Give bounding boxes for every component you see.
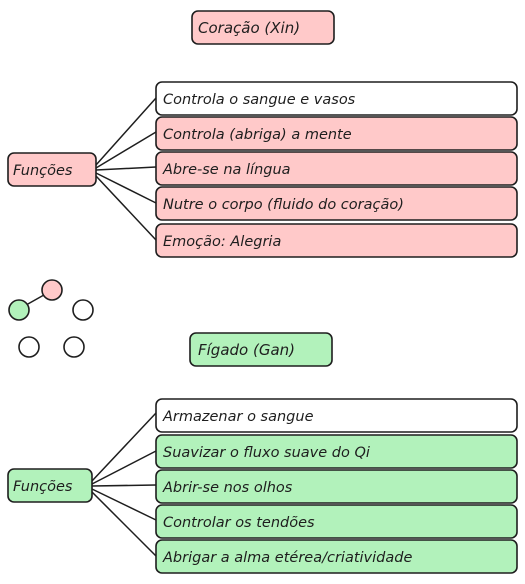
liver-item-1-label: Armazenar o sangue [162, 409, 314, 425]
heart-edge-4 [95, 172, 157, 204]
heart-section: Coração (Xin) Funções Controla o sangue … [7, 10, 518, 258]
liver-edges [91, 412, 157, 557]
liver-item-3-label: Abrir-se nos olhos [162, 480, 293, 496]
heart-edge-5 [95, 175, 157, 241]
liver-title: Fígado (Gan) [198, 341, 295, 359]
circle-node-white-right[interactable] [72, 299, 94, 321]
circle-node-white-bottom-left[interactable] [18, 336, 40, 358]
heart-hub-label: Funções [13, 163, 73, 179]
heart-item-4-label: Nutre o corpo (fluido do coração) [163, 197, 404, 213]
liver-section: Fígado (Gan) Funções Armazenar o sangue … [7, 332, 518, 574]
circle-node-pink[interactable] [41, 279, 63, 301]
heart-item-5-label: Emoção: Alegria [163, 234, 281, 250]
heart-edge-2 [95, 131, 157, 169]
liver-item-5-label: Abrigar a alma etérea/criatividade [162, 550, 412, 566]
liver-item-4-label: Controlar os tendões [163, 515, 315, 531]
liver-title-box[interactable] [189, 332, 333, 367]
liver-edge-1 [91, 412, 157, 482]
heart-edges [95, 97, 157, 241]
liver-item-3-box[interactable] [155, 469, 518, 504]
heart-item-2-box[interactable] [155, 116, 518, 151]
liver-item-2-box[interactable] [155, 434, 518, 469]
heart-title: Coração (Xin) [198, 19, 300, 37]
heart-item-4-box[interactable] [155, 186, 518, 221]
heart-item-2-label: Controla (abriga) a mente [163, 127, 352, 143]
heart-item-3-label: Abre-se na língua [162, 162, 291, 178]
liver-edge-3 [91, 484, 157, 487]
liver-item-5-box[interactable] [155, 539, 518, 574]
liver-edge-4 [91, 488, 157, 521]
liver-edge-2 [91, 450, 157, 485]
heart-item-1-box[interactable] [155, 81, 518, 116]
heart-item-3-box[interactable] [155, 151, 518, 186]
heart-edge-1 [95, 97, 157, 166]
heart-title-box[interactable] [191, 10, 335, 45]
five-circles-icon [8, 279, 94, 358]
liver-item-4-box[interactable] [155, 504, 518, 539]
circle-node-white-bottom-right[interactable] [63, 336, 85, 358]
liver-item-1-box[interactable] [155, 398, 518, 433]
heart-item-1-label: Controla o sangue e vasos [163, 92, 356, 108]
liver-item-2-label: Suavizar o fluxo suave do Qi [163, 445, 370, 461]
liver-hub-box[interactable] [7, 468, 93, 503]
heart-item-5-box[interactable] [155, 223, 518, 258]
heart-edge-3 [95, 166, 157, 171]
liver-hub-label: Funções [13, 479, 73, 495]
circle-node-green[interactable] [8, 299, 30, 321]
liver-edge-5 [91, 491, 157, 557]
heart-hub-box[interactable] [7, 152, 97, 187]
